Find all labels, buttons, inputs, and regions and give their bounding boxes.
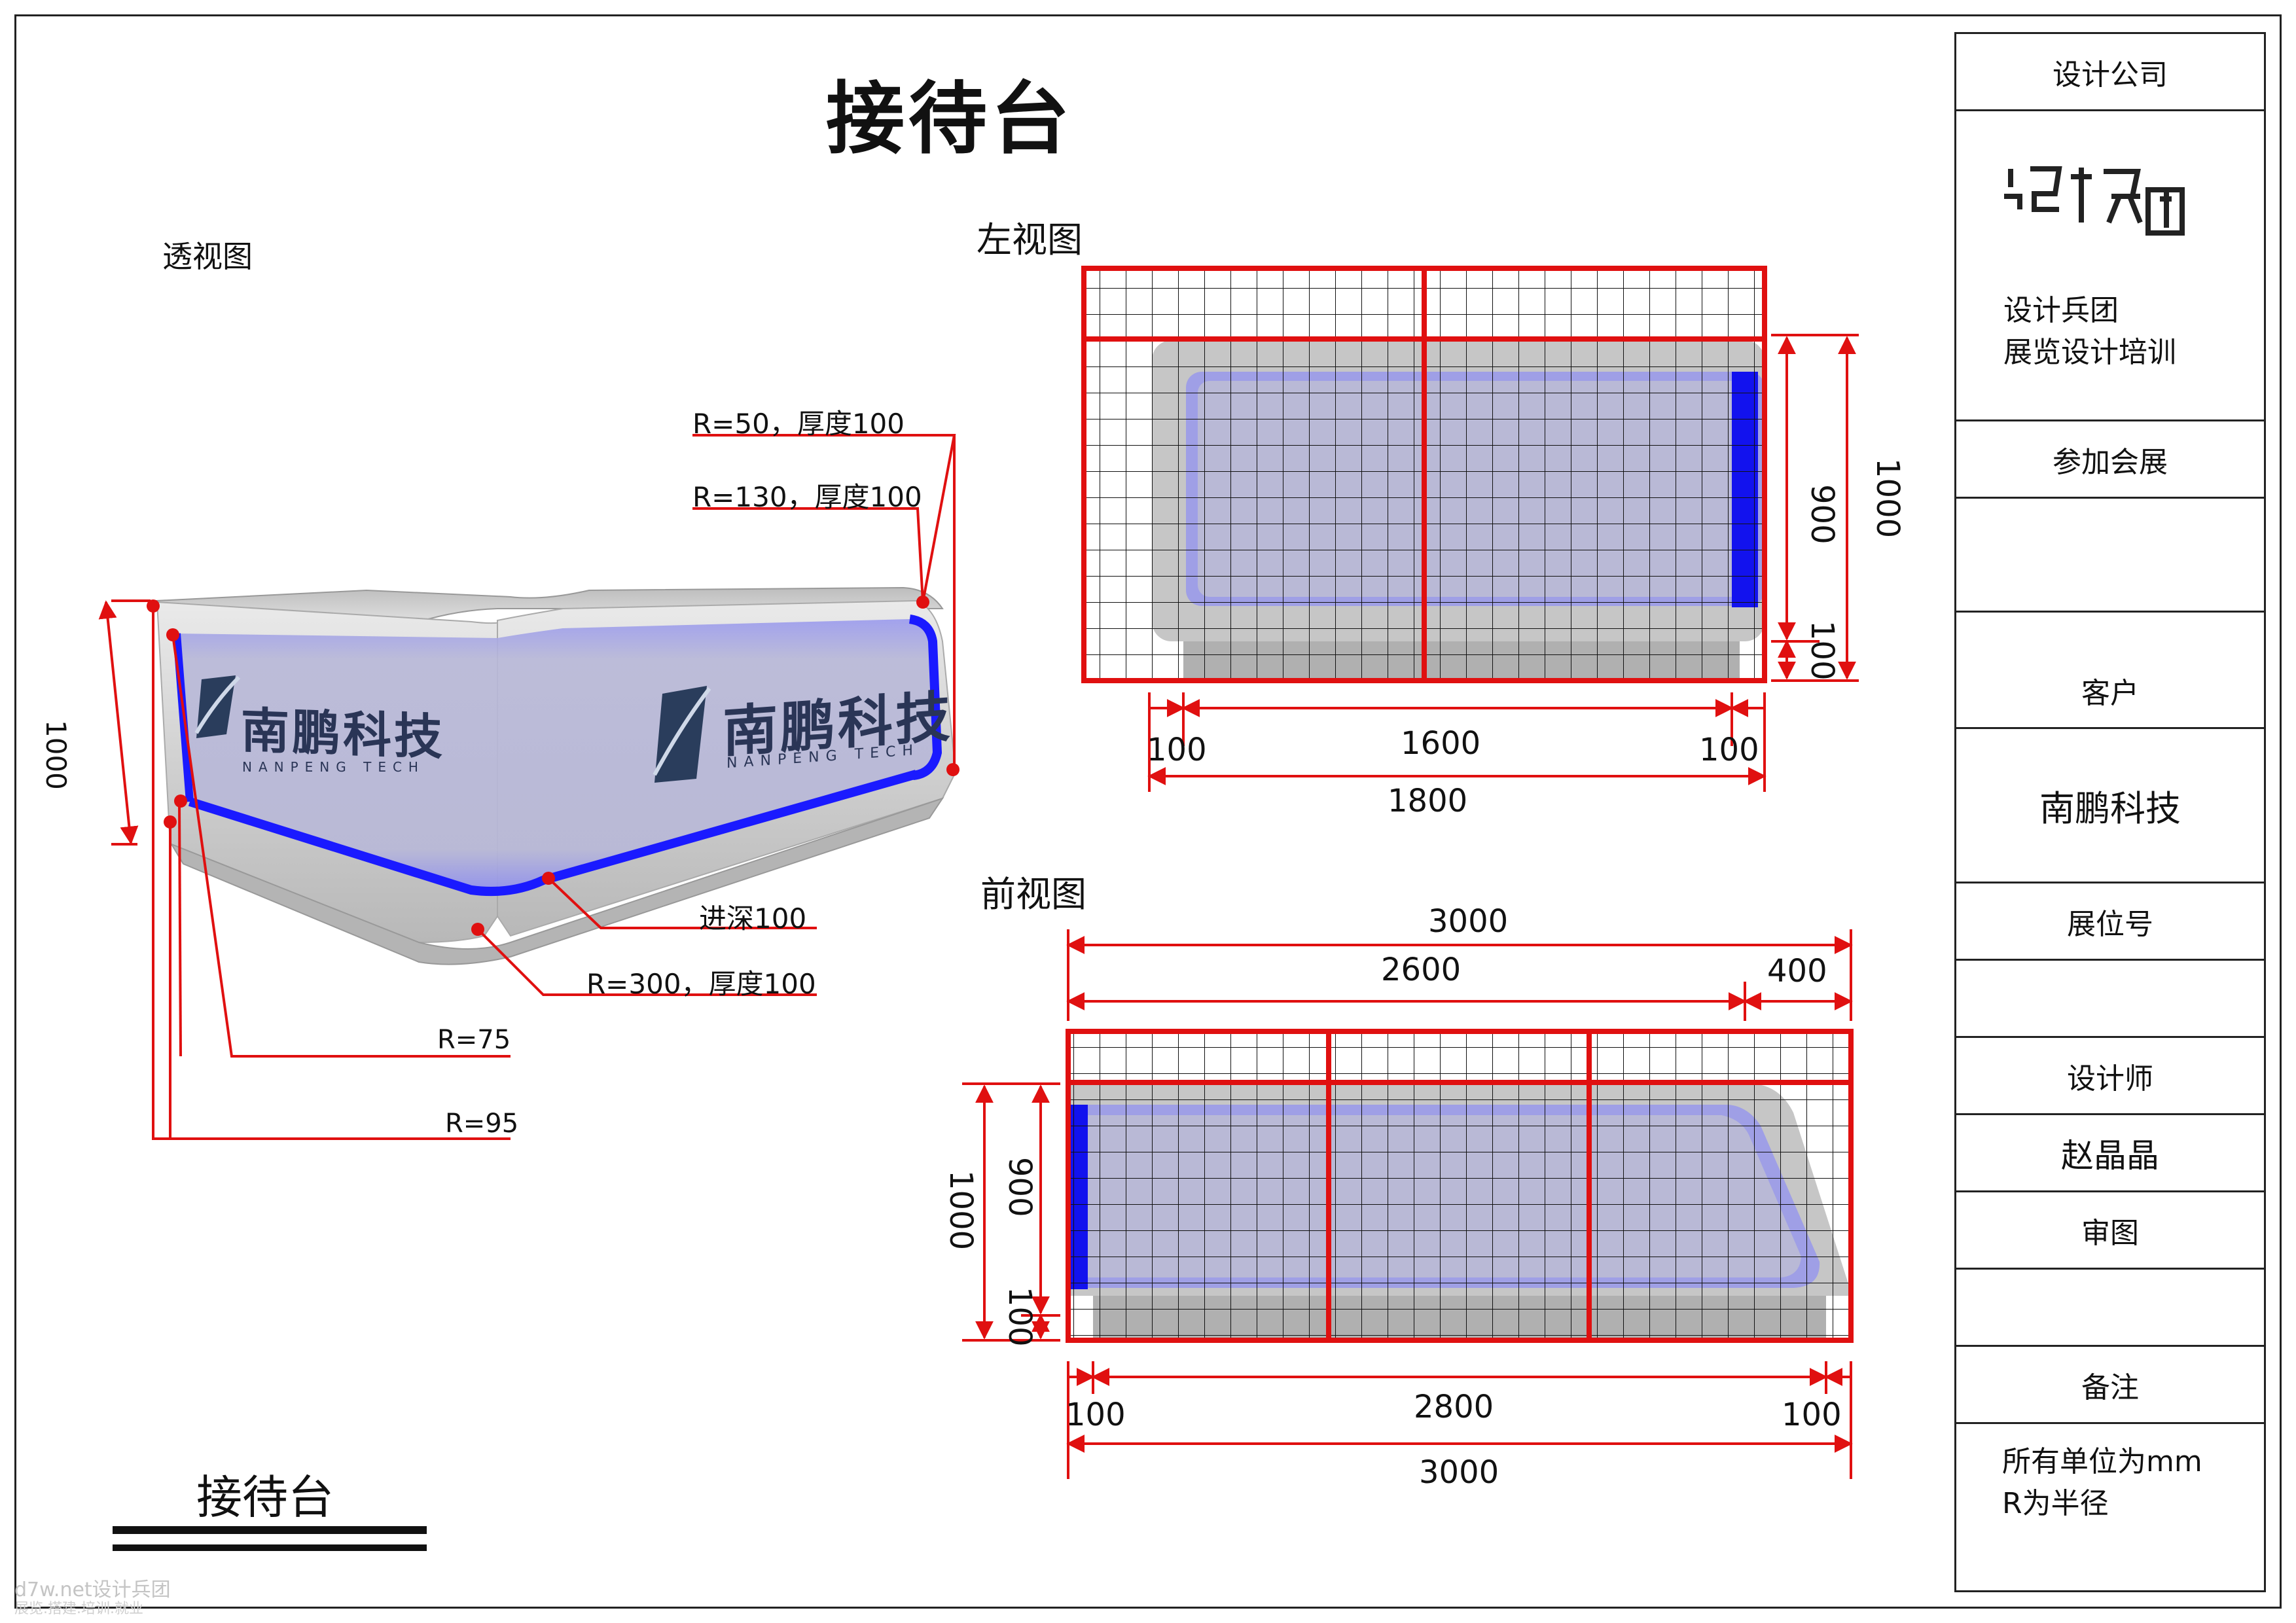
tb-designer-text: 设计师 [2067, 1061, 2153, 1096]
front-dim-2800: 2800 [1414, 1389, 1494, 1425]
tb-client-text: 客户 [2081, 677, 2139, 710]
annot-r75: R=75 [437, 1025, 511, 1055]
company-logo-icon [2004, 166, 2185, 236]
annot-r50: R=50，厚度100 [692, 408, 905, 440]
led-strip-bottom [188, 770, 918, 897]
tb-review-text: 审图 [2081, 1216, 2139, 1250]
front-dim-1000: 1000 [942, 1170, 979, 1251]
perspective-desk [154, 586, 957, 965]
watermark-line2: 展览.搭建.培训.就业 [14, 1601, 143, 1617]
tb-client-value: 南鹏科技 [1956, 729, 2264, 883]
left-dim-900: 900 [1804, 484, 1840, 544]
watermark-line1: d7w.net设计兵团 [14, 1578, 171, 1601]
tb-review-label: 审图 [1956, 1192, 2264, 1270]
bottom-title: 接待台 [196, 1471, 334, 1524]
brand-logo-left [194, 675, 241, 738]
tb-exhibition-value [1956, 499, 2264, 613]
left-dim-1800: 1800 [1388, 783, 1468, 819]
tb-remarks-value-text: 所有单位为mm R为半径 [2002, 1445, 2202, 1520]
perspective-view-label: 透视图 [162, 239, 253, 274]
drawing-frame [14, 14, 2282, 1609]
title-block: 设计公司 设计兵团 展览设计培训 参加会展 客户 南鹏科技 展位号 设计师 赵晶… [1954, 32, 2266, 1592]
front-dim-100-v: 100 [1001, 1287, 1038, 1347]
left-view [1081, 266, 1767, 683]
front-dim-400: 400 [1767, 953, 1827, 990]
left-dim-1000: 1000 [1869, 458, 1906, 539]
tb-designer-value: 赵晶晶 [1956, 1115, 2264, 1192]
front-dim-3000-top: 3000 [1428, 903, 1509, 940]
left-dim-100-a: 100 [1147, 732, 1207, 768]
tb-booth-value [1956, 961, 2264, 1038]
title-underline-1 [113, 1526, 427, 1534]
tb-booth-text: 展位号 [2067, 907, 2153, 941]
led-strip-right [908, 615, 942, 780]
front-view-label: 前视图 [980, 874, 1086, 915]
left-dim-100-c: 100 [1804, 620, 1840, 681]
front-dim-3000-bottom: 3000 [1419, 1454, 1499, 1491]
front-dim-2600: 2600 [1381, 952, 1462, 988]
tb-client-value-text: 南鹏科技 [2039, 788, 2181, 829]
brand-sub-left: NANPENG TECH [242, 759, 425, 775]
annot-r300: R=300，厚度100 [586, 968, 816, 1000]
front-dim-100-a: 100 [1066, 1397, 1126, 1433]
tb-remarks-label: 备注 [1956, 1347, 2264, 1424]
brand-text-left: 南鹏科技 [241, 702, 445, 766]
tb-design-company-label: 设计公司 [1956, 34, 2264, 111]
annot-depth: 进深100 [699, 902, 807, 935]
annot-height-1000: 1000 [40, 720, 72, 790]
left-view-label: 左视图 [977, 219, 1083, 260]
front-dim-900: 900 [1001, 1157, 1038, 1217]
perspective-points [147, 596, 960, 936]
left-view-dimensions [1147, 334, 1859, 792]
perspective-leaders [98, 434, 956, 1140]
annot-r130: R=130，厚度100 [692, 481, 922, 513]
tb-remarks-text: 备注 [2081, 1370, 2139, 1404]
left-dim-100-b: 100 [1699, 732, 1759, 768]
tb-remarks-value: 所有单位为mm R为半径 [1956, 1424, 2264, 1590]
tb-review-value [1956, 1270, 2264, 1347]
tb-exhibition-label: 参加会展 [1956, 421, 2264, 499]
page-title: 接待台 [826, 74, 1073, 165]
tb-designer-label: 设计师 [1956, 1038, 2264, 1115]
tb-company-cell: 设计兵团 展览设计培训 [1956, 111, 2264, 421]
front-dim-100-b: 100 [1782, 1397, 1842, 1433]
title-underline-2 [113, 1544, 427, 1551]
front-view-dimensions [962, 929, 1853, 1479]
tb-designer-value-text: 赵晶晶 [2061, 1136, 2159, 1175]
tb-client-label: 客户 [1956, 613, 2264, 729]
tb-design-company-text: 设计公司 [2053, 58, 2168, 92]
tb-booth-label: 展位号 [1956, 883, 2264, 961]
front-view [1066, 1029, 1854, 1343]
brand-logo-right [653, 686, 711, 783]
left-dim-1600: 1600 [1401, 725, 1481, 762]
annot-r95: R=95 [445, 1109, 519, 1139]
tb-exhibition-text: 参加会展 [2053, 445, 2168, 479]
tb-company-desc: 设计兵团 展览设计培训 [2003, 294, 2176, 369]
